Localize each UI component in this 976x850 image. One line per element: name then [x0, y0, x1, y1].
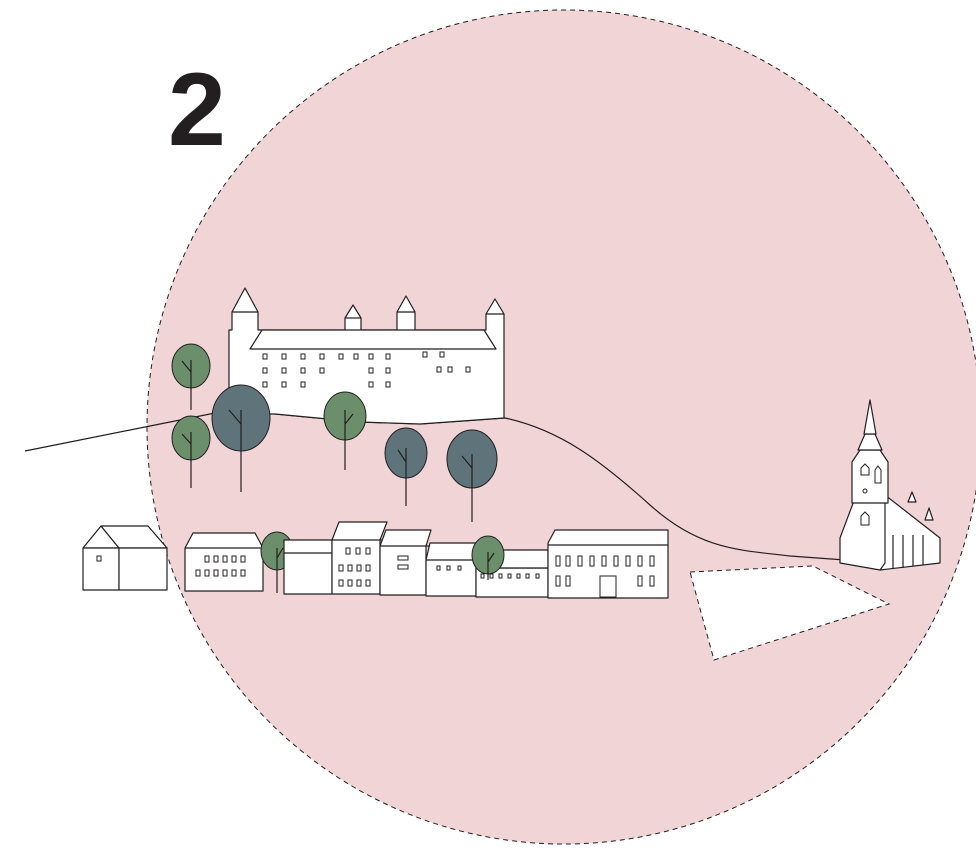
step-number-label: 2 [168, 52, 226, 168]
building-g [547, 529, 669, 599]
building-b [283, 539, 333, 595]
plot-area [689, 565, 891, 661]
hill-line [24, 409, 846, 561]
tree-1 [171, 343, 211, 410]
house-left [82, 525, 168, 591]
church [839, 399, 941, 571]
building-d [379, 529, 432, 596]
tree-6 [446, 429, 498, 522]
zone-circle [146, 9, 976, 845]
tree-5 [384, 427, 428, 506]
castle [228, 287, 505, 425]
castle-windows [262, 351, 471, 388]
tree-4 [323, 391, 367, 470]
tree-3 [211, 384, 271, 492]
tree-street-2 [471, 535, 505, 580]
tree-2 [171, 415, 211, 488]
building-a [184, 532, 264, 592]
building-c [331, 521, 388, 595]
